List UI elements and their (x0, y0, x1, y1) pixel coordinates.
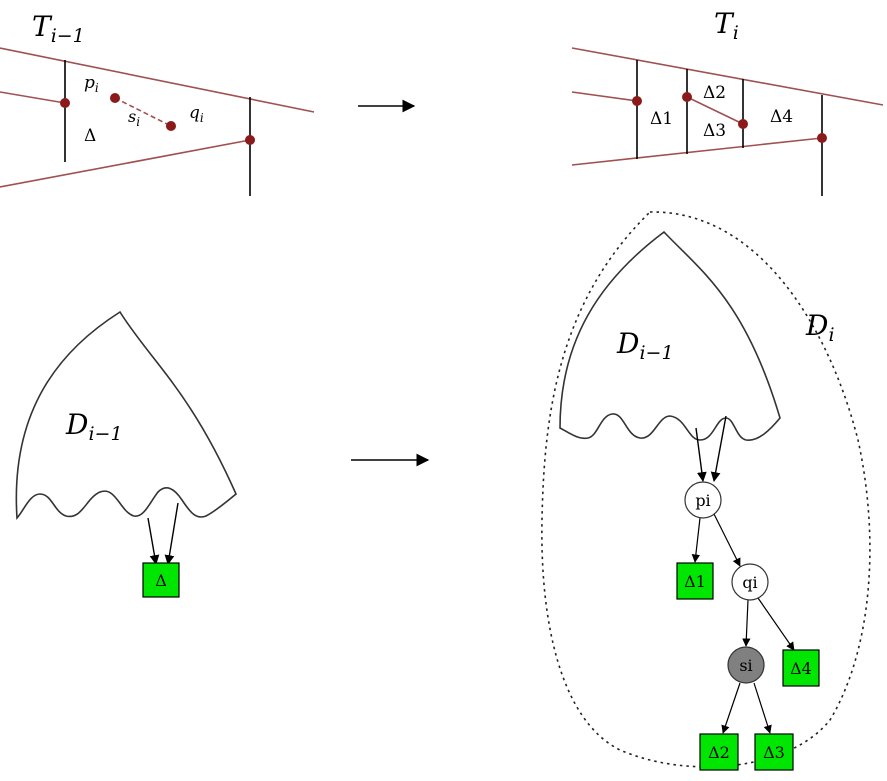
pointer-arrow-1 (147, 517, 160, 565)
edge-si-delta3 (753, 682, 772, 734)
inner-structure-label: Di−1 (616, 327, 674, 364)
node-qi (731, 563, 769, 601)
left-endpoint (60, 98, 70, 108)
label-region: Δ (84, 126, 96, 146)
leaf-delta2-label: Δ2 (708, 743, 730, 762)
upper-segment (0, 47, 315, 113)
leaf-delta1 (676, 562, 714, 600)
edge-qi-si (742, 599, 751, 647)
edge-qi-delta4 (757, 597, 795, 651)
pointer-arrow-2 (710, 415, 727, 482)
new-segment (114, 97, 172, 127)
edge-pi-delta1 (691, 517, 701, 563)
region-4-label: Δ4 (770, 107, 793, 127)
point-q (166, 121, 176, 131)
pointer-arrow-1 (695, 427, 707, 482)
leaf-delta4-label: Δ4 (790, 659, 812, 678)
right-endpoint (817, 133, 827, 143)
region-3-label: Δ3 (703, 121, 726, 141)
leaf-delta1-label: Δ1 (684, 572, 706, 591)
leaf-delta3 (754, 733, 794, 771)
node-pi-label: pi (695, 491, 710, 510)
lower-segment (571, 137, 823, 166)
trapezoidal-map-after: Ti Δ1 Δ2 Δ3 Δ4 (571, 7, 884, 196)
node-si-label: si (739, 656, 752, 675)
left-upper-segment (571, 91, 638, 102)
label-s: si (128, 107, 140, 129)
lower-segment (0, 139, 251, 188)
node-pi (684, 481, 722, 519)
label-q: qi (189, 103, 204, 125)
left-endpoint (632, 96, 642, 106)
outer-structure-label: Di (805, 309, 835, 346)
point-p (110, 93, 120, 103)
node-qi-label: qi (742, 573, 757, 592)
upper-segment (571, 47, 884, 106)
map-after-title: Ti (714, 7, 739, 44)
search-structure-shape (15, 310, 237, 520)
region-1-label: Δ1 (650, 109, 673, 129)
edge-si-delta2 (721, 682, 741, 734)
search-structure-after: Di Di−1 pi qi si Δ1 Δ4 Δ2 Δ3 (541, 211, 871, 771)
right-endpoint (245, 135, 255, 145)
left-upper-segment (0, 91, 66, 104)
node-si (727, 646, 765, 684)
edge-pi-qi (713, 513, 741, 567)
leaf-delta3-label: Δ3 (763, 743, 785, 762)
map-before-title: Ti−1 (32, 10, 85, 47)
point-q (738, 119, 748, 129)
leaf-delta2 (699, 733, 739, 771)
pointer-arrow-2 (164, 502, 179, 565)
inner-structure-shape (559, 230, 781, 441)
point-p (682, 92, 692, 102)
region-2-label: Δ2 (703, 83, 726, 103)
trapezoidal-map-before: Ti−1 pi si qi Δ (0, 10, 315, 196)
structure-label: Di−1 (65, 408, 123, 445)
leaf-delta-label: Δ (155, 571, 167, 590)
leaf-delta4 (782, 649, 820, 687)
search-structure-before: Di−1 Δ (15, 310, 237, 598)
new-segment (686, 96, 744, 125)
leaf-delta (142, 562, 180, 598)
label-p: pi (84, 73, 99, 95)
